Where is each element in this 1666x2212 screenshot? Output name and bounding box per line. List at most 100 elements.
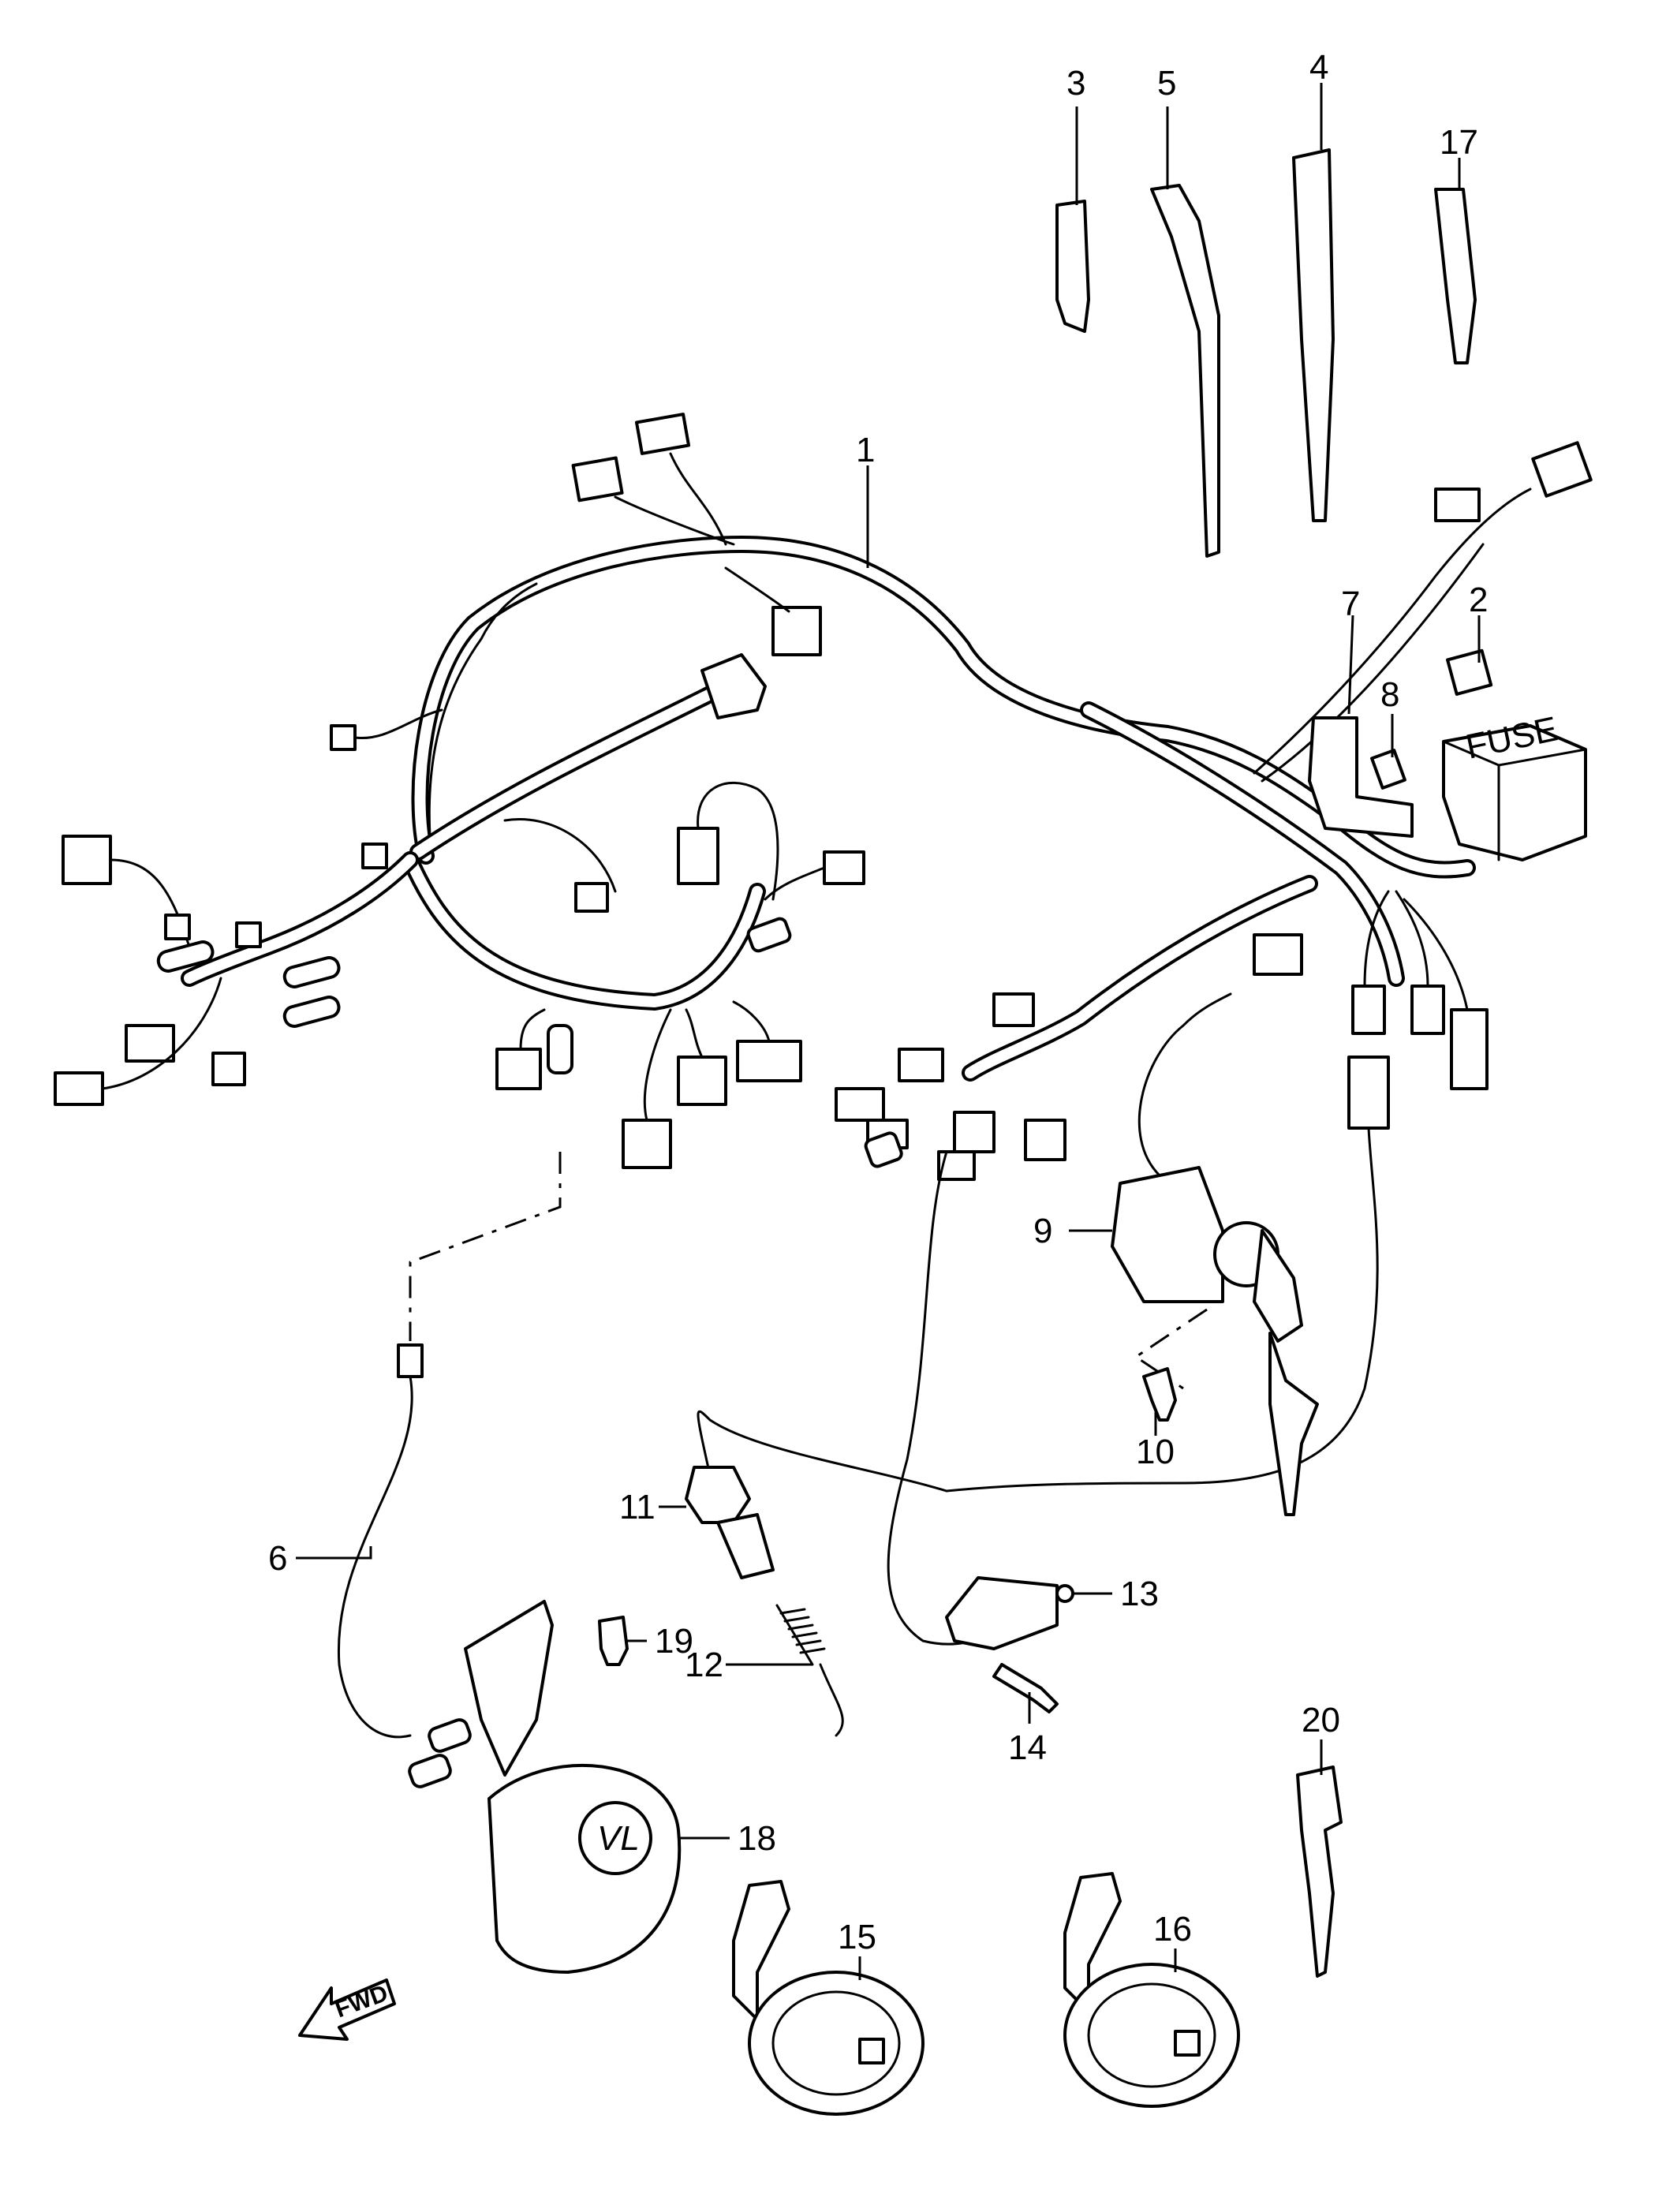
clutch-switch-assembly [945,1576,1074,1713]
connector-center [677,827,719,885]
horn-15-body [748,1971,925,2116]
connector-center-right-c [835,1087,885,1122]
horn-16-terminal [1174,2030,1201,2057]
connector-center-right-a [992,992,1035,1027]
wire-6-terminal-a [428,1718,472,1753]
ignition-switch [1111,1166,1224,1303]
fuse [1446,648,1493,696]
cable-tie-long [1292,148,1335,522]
connector-center-right-b [898,1048,944,1082]
ignition-switch-assembly [1111,992,1319,1516]
connector-small-c [235,921,262,948]
connector-small-d [361,843,388,869]
connector-right-top-b [1531,441,1593,498]
clutch-switch-screw [992,1663,1059,1713]
fuse-box-assembly: FUSE [1308,648,1587,861]
connector-pin [746,917,792,953]
callout-7: 7 [1341,585,1360,623]
key-head [1253,1229,1303,1343]
callout-18: 18 [738,1819,776,1858]
connector-small-b [164,914,191,940]
emblem-text: VL [597,1819,640,1858]
connector-top-a [634,413,691,455]
connector-lower-d [677,1056,727,1106]
connector-boot [700,653,767,719]
callout-17: 17 [1440,123,1478,162]
connector-lower-a [495,1048,542,1090]
wire-6-assembly [337,1343,472,1788]
horn-15-terminal [858,2038,885,2064]
clutch-switch-pin [1055,1584,1074,1603]
connector-right-d [1410,985,1445,1035]
connector-center-top [771,606,822,656]
connector-pin-right-a [864,1131,903,1168]
callout-10: 10 [1136,1433,1175,1471]
callout-2: 2 [1469,581,1488,619]
horn-cover [487,1763,682,1974]
cable-tie-short [1150,184,1220,558]
callout-20: 20 [1302,1701,1340,1739]
brake-switch-assembly [685,1410,948,1737]
return-spring [775,1604,844,1737]
main-wiring-harness [181,488,1532,1082]
fuse-box-bracket [1308,716,1414,838]
right-side-connectors [835,441,1593,1646]
connector-left-mid [125,1024,175,1063]
horn-cover-assembly: VL [464,1600,682,1974]
fwd-arrow-shape [298,1978,396,2041]
callout-numbers: 1 2 3 4 5 6 7 8 9 10 11 12 13 14 15 16 1… [268,48,1488,1956]
bulb-socket-c [282,996,341,1028]
reference-line-6 [409,1152,562,1341]
connector-lower-c [622,1119,672,1169]
horn-15-bracket [732,1880,790,2021]
callout-leaders [296,83,1481,1980]
bulb-socket-b [282,956,341,988]
connector-center-right-e [953,1111,995,1153]
clamps-and-ties [1055,148,1477,558]
brake-switch-plunger [716,1513,775,1579]
callout-3: 3 [1066,64,1085,103]
horn-16-bracket [1063,1872,1122,2013]
connector-left-grommet [211,1052,246,1086]
callout-14: 14 [1008,1728,1047,1767]
wire-6-connector-top [397,1343,424,1378]
connector-right-top-a [1434,488,1481,522]
horn-16-body [1063,1963,1240,2108]
horn-cover-emblem [578,1801,652,1875]
spare-key-body [1296,1765,1343,1978]
callout-12: 12 [685,1646,723,1684]
fuse-box [1442,724,1587,861]
connector-left-bottom [54,1071,104,1106]
ignition-screw [1142,1367,1177,1422]
callout-4: 4 [1309,48,1328,87]
connector-lower-e [736,1040,802,1082]
callout-1: 1 [856,431,875,469]
horn-cover-bolt [598,1616,629,1666]
connector-right-c [1351,985,1386,1035]
harness-clamp [1055,200,1090,333]
forward-direction-arrow: FWD [298,1978,396,2041]
connector-small-a [330,724,357,751]
connector-right-small [823,850,865,885]
callout-16: 16 [1153,1910,1192,1949]
connector-right-f [1347,1056,1390,1130]
horn-cover-bracket [464,1600,554,1777]
bulb-socket-a [156,940,215,973]
callout-15: 15 [838,1918,876,1956]
connector-right-e [1450,1008,1489,1090]
connector-mid-small [574,882,609,913]
wire-6-terminal-b [408,1754,452,1788]
callout-8: 8 [1380,675,1399,714]
callout-9: 9 [1033,1212,1052,1250]
callout-5: 5 [1157,64,1176,103]
horn-15 [732,1880,925,2116]
fuse-box-screw [1370,749,1406,790]
horn-16 [1063,1872,1240,2108]
connector-center-right-f [1024,1119,1066,1161]
callout-13: 13 [1120,1575,1159,1613]
callout-19: 19 [655,1622,693,1661]
callout-6: 6 [268,1539,287,1578]
connector-right-mid [1253,933,1303,976]
